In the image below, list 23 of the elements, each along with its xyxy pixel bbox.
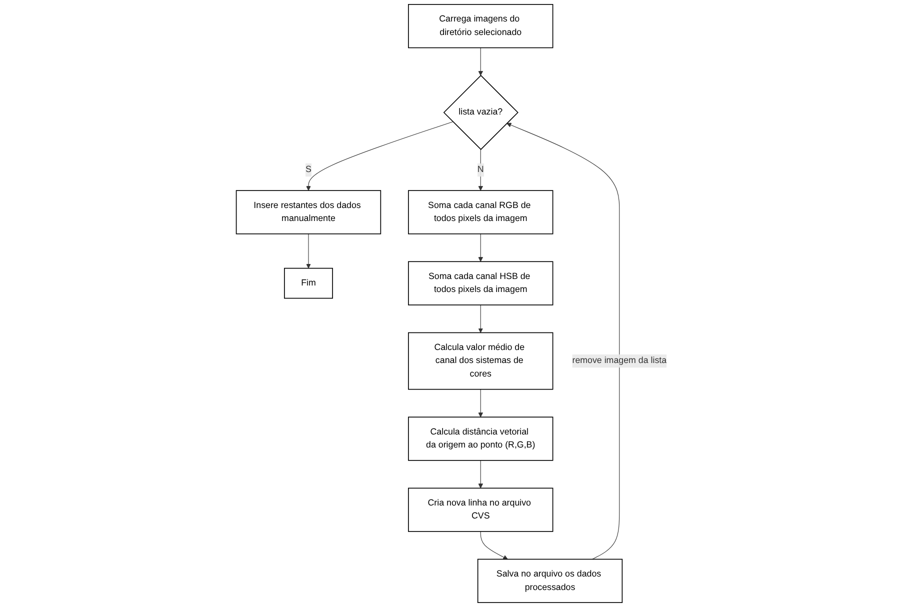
node-box: Soma cada canal HSB de todos pixels da imagem [408,261,554,306]
arrow [478,234,484,262]
node-box: Fim [284,268,334,299]
node-box: Salva no arquivo os dados processados [477,558,623,603]
arrow [306,234,311,268]
arrow [306,121,454,191]
node-box: Calcula valor médio de canal dos sistemas de cores [408,332,554,390]
arrow [478,149,484,191]
node-box: Insere restantes dos dados manualmente [236,190,382,234]
arrow [478,389,484,418]
node-box: Cria nova linha no arquivo CVS [408,488,554,532]
node-box: Soma cada canal RGB de todos pixels da imagem [408,190,554,234]
node-diamond: lista vazia? [443,74,519,150]
edge-label: remove imagem da lista [572,356,667,366]
arrow [478,304,484,333]
arrow [506,122,620,560]
node-box: Carrega imagens do diretório selecionado [408,4,554,48]
edge-label: N [477,165,484,174]
edge-label: S [306,165,312,174]
node-box: Calcula distância vetorial da origem ao ponto (R,G,B) [408,416,554,461]
arrow [478,460,484,488]
arrow [480,531,508,560]
arrow [478,47,484,76]
